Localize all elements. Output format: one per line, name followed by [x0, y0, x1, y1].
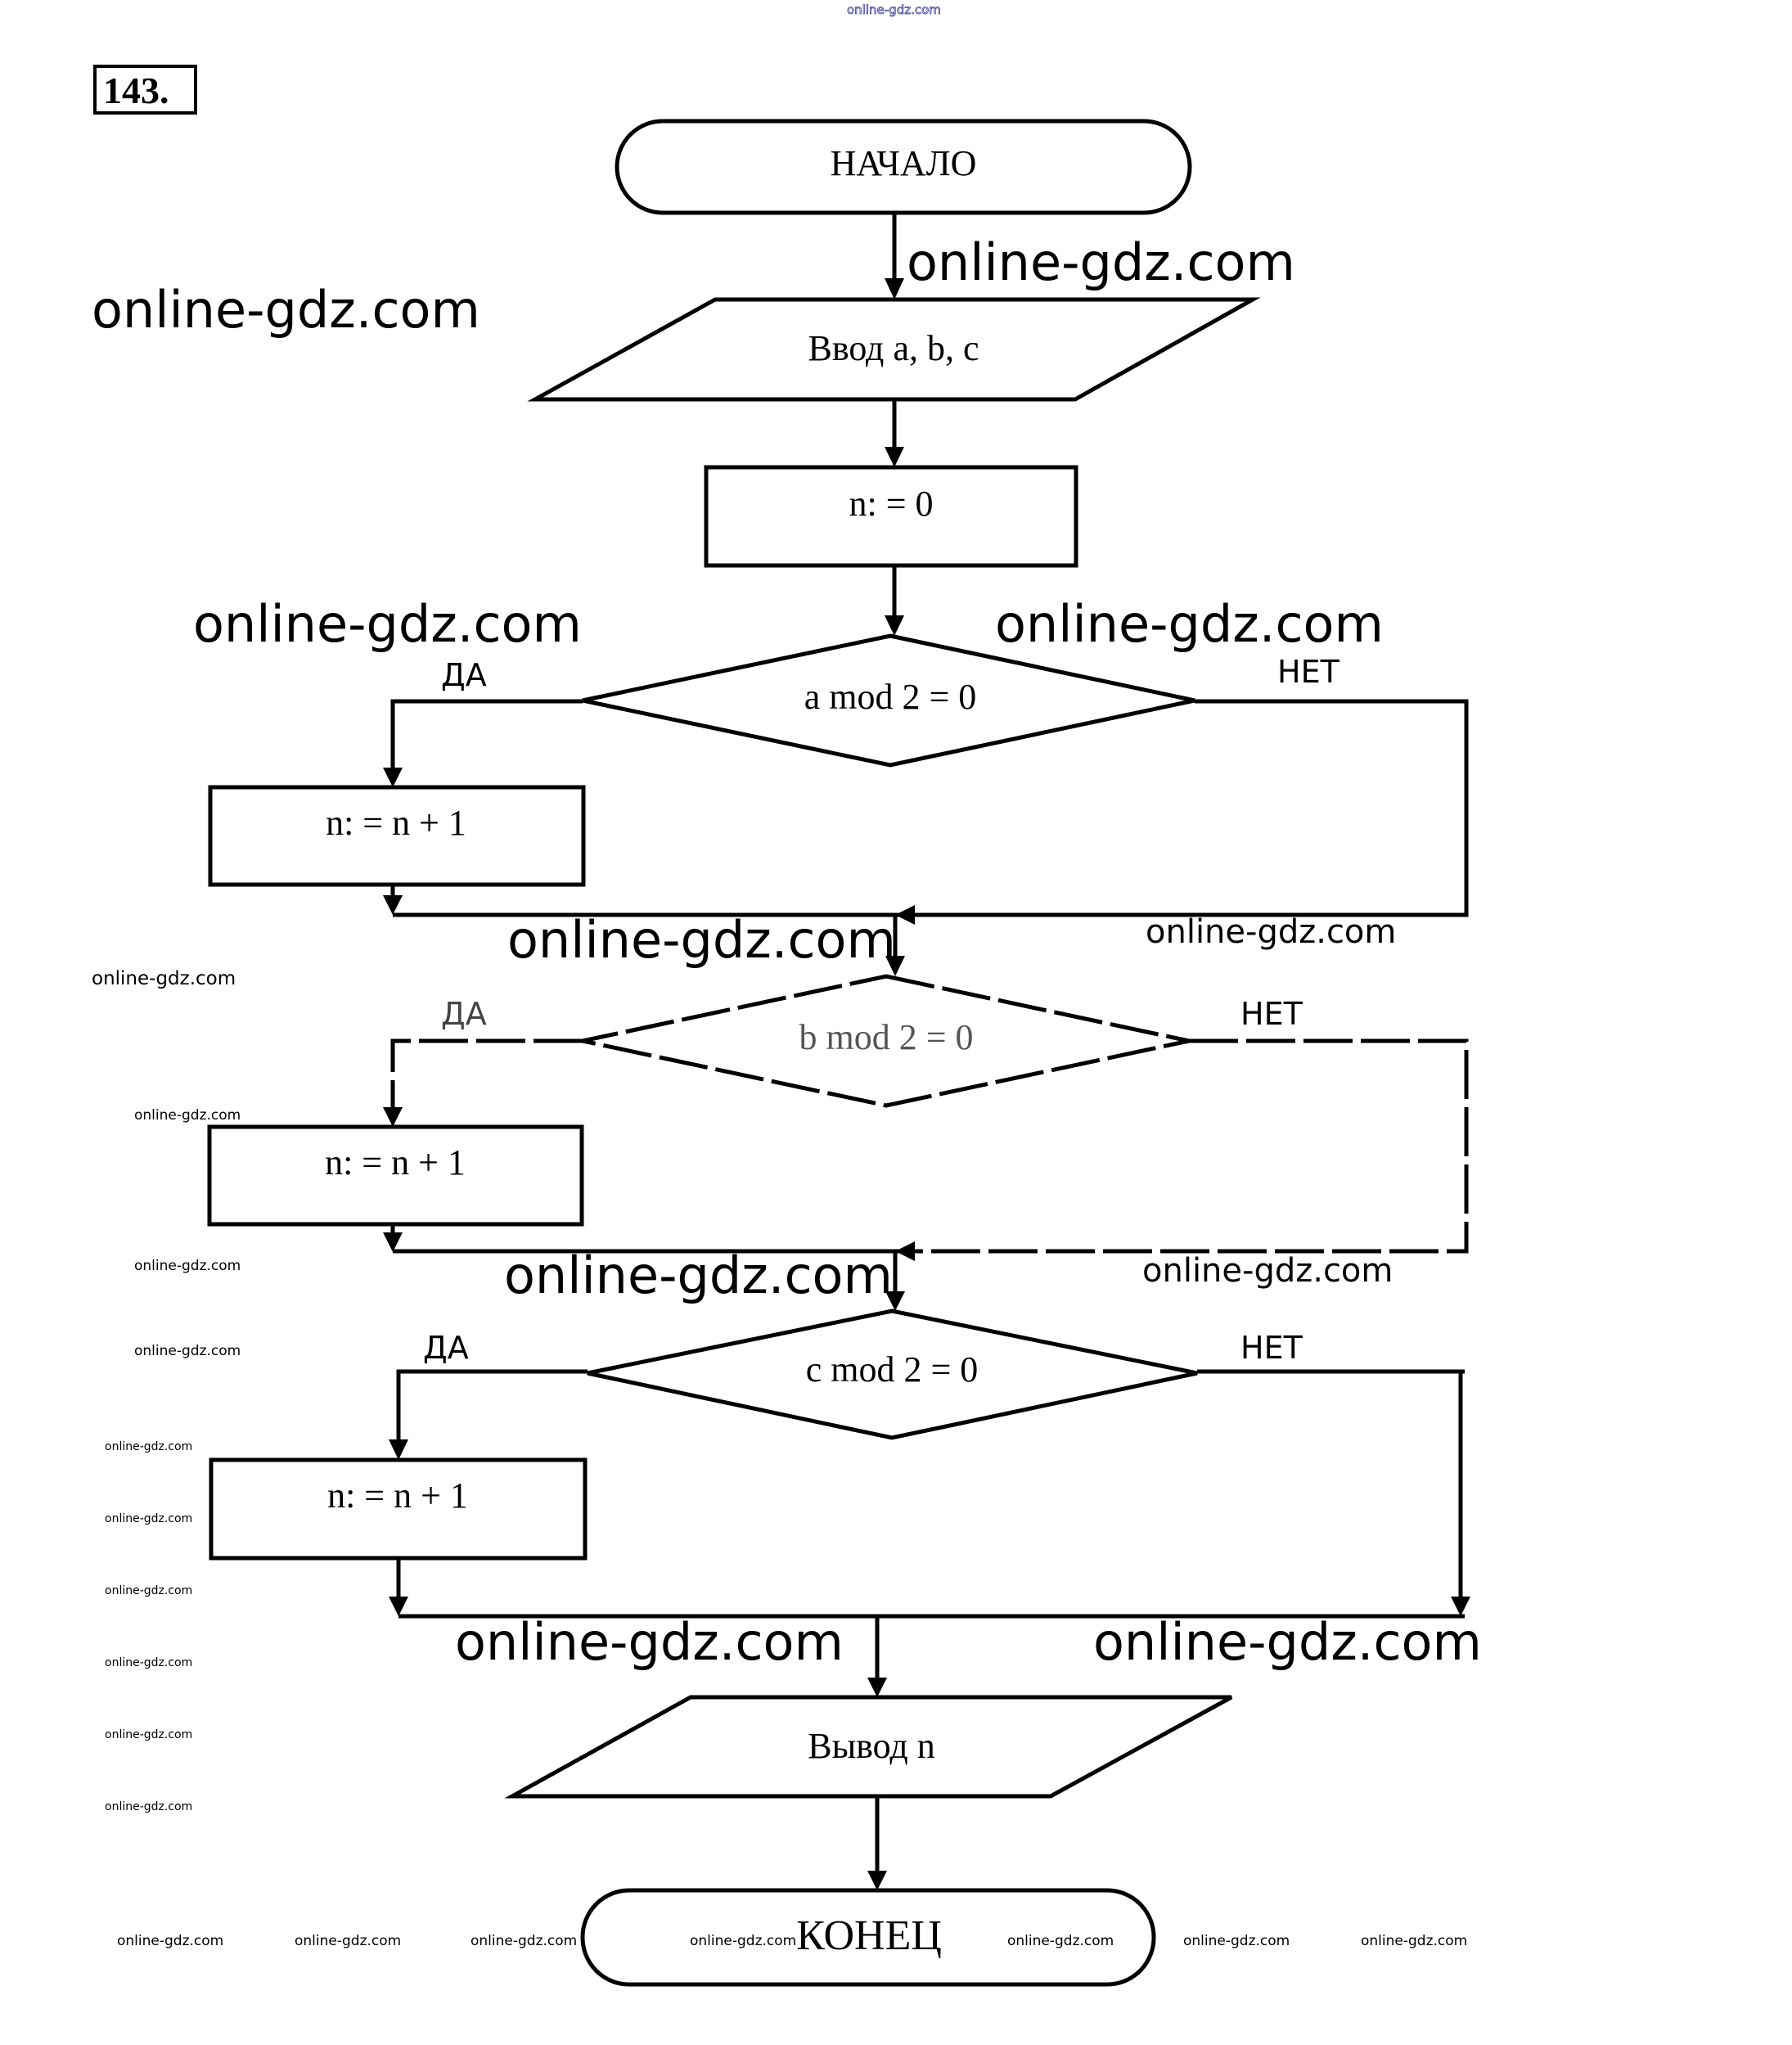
decision-2-yes-label: ДА: [441, 996, 487, 1032]
watermark: online-gdz.com: [134, 1258, 241, 1274]
decision-3-diamond: [587, 1309, 1198, 1440]
watermark: online-gdz.com: [105, 1584, 192, 1597]
watermark: online-gdz.com: [471, 1933, 577, 1949]
decision-1-yes-label: ДА: [441, 657, 487, 693]
process-3-box: [209, 1457, 588, 1561]
watermark: online-gdz.com: [105, 1656, 192, 1669]
task-number: 143.: [103, 70, 169, 111]
decision-3: c mod 2 = 0: [587, 1309, 1198, 1440]
end-terminal-shape: [580, 1888, 1156, 1987]
process-2: n: = n + 1: [207, 1124, 584, 1227]
decision-2-condition: b mod 2 = 0: [799, 1017, 973, 1057]
watermark: online-gdz.com: [105, 1440, 192, 1453]
input-label: Ввод a, b, c: [808, 328, 979, 368]
init-process-box: [704, 465, 1078, 568]
arrow-down-icon: [1451, 1597, 1470, 1616]
arrow-down-icon: [885, 1291, 905, 1311]
arrow-down-icon: [383, 768, 403, 787]
decision-1-condition: a mod 2 = 0: [804, 677, 977, 717]
arrow-down-icon: [389, 1439, 408, 1460]
decision-2-yes-connector: [390, 1038, 583, 1111]
decision-1-no-connector: [896, 699, 1469, 917]
arrow-down-icon: [885, 615, 904, 636]
output-label: Вывод n: [808, 1726, 935, 1766]
watermark: online-gdz.com: [105, 1512, 192, 1525]
decision-1: a mod 2 = 0: [582, 633, 1195, 768]
process-3-label: n: = n + 1: [327, 1475, 468, 1516]
process-1-box: [208, 785, 586, 887]
decision-2-no-label: НЕТ: [1240, 996, 1303, 1032]
watermark: online-gdz.com: [907, 232, 1295, 292]
watermark: online-gdz.com: [1146, 913, 1396, 951]
watermark: online-gdz.com: [134, 1343, 241, 1359]
init-process: n: = 0: [704, 465, 1078, 568]
watermark-top: online-gdz.com: [847, 2, 941, 17]
watermark: online-gdz.com: [134, 1107, 241, 1124]
arrow-down-icon: [867, 1871, 887, 1890]
start-label: НАЧАЛО: [831, 143, 977, 183]
watermark: online-gdz.com: [105, 1728, 192, 1741]
watermark: online-gdz.com: [504, 1245, 893, 1305]
decision-1-no-label: НЕТ: [1277, 654, 1340, 690]
watermark: online-gdz.com: [1093, 1612, 1482, 1672]
decision-3-condition: c mod 2 = 0: [806, 1349, 979, 1390]
output-block: Вывод n: [504, 1695, 1233, 1799]
input-block: Ввод a, b, c: [527, 297, 1261, 402]
watermark: online-gdz.com: [507, 910, 896, 970]
decision-1-diamond: [582, 633, 1195, 768]
watermark: online-gdz.com: [1142, 1252, 1393, 1290]
task-number-frame: [93, 65, 197, 115]
decision-1-yes-connector: [390, 699, 583, 772]
process-2-box: [207, 1124, 584, 1227]
watermark: online-gdz.com: [995, 594, 1384, 654]
process-2-label: n: = n + 1: [325, 1142, 466, 1182]
end-terminal: КОНЕЦ: [580, 1888, 1156, 1987]
watermark: online-gdz.com: [455, 1612, 844, 1672]
watermark: online-gdz.com: [690, 1933, 796, 1949]
arrow-left-icon: [895, 1241, 915, 1261]
process-1-label: n: = n + 1: [326, 803, 466, 843]
arrow-down-icon: [885, 278, 904, 300]
init-label: n: = 0: [849, 484, 933, 524]
process-3: n: = n + 1: [209, 1457, 588, 1561]
decision-3-no-label: НЕТ: [1240, 1330, 1303, 1366]
process-1: n: = n + 1: [208, 785, 586, 887]
arrow-down-icon: [885, 447, 904, 467]
decision-3-yes-label: ДА: [423, 1330, 469, 1366]
watermark: online-gdz.com: [105, 1800, 192, 1813]
watermark: online-gdz.com: [1183, 1933, 1290, 1949]
watermark: online-gdz.com: [295, 1933, 401, 1949]
end-label: КОНЕЦ: [796, 1912, 942, 1959]
watermark: online-gdz.com: [92, 968, 236, 989]
watermark: online-gdz.com: [1361, 1933, 1467, 1949]
watermark: online-gdz.com: [193, 594, 582, 654]
arrow-down-icon: [383, 895, 403, 915]
watermark: online-gdz.com: [1007, 1933, 1114, 1949]
decision-3-yes-connector: [396, 1369, 588, 1444]
decision-2-no-connector: [896, 1038, 1469, 1254]
watermark: online-gdz.com: [92, 280, 480, 340]
arrow-left-icon: [895, 905, 915, 925]
start-terminal-shape: [615, 119, 1192, 215]
watermark: online-gdz.com: [117, 1933, 223, 1949]
input-parallelogram: [527, 297, 1261, 402]
arrow-down-icon: [383, 1107, 403, 1127]
arrow-down-icon: [867, 1678, 887, 1697]
decision-2: b mod 2 = 0: [582, 974, 1190, 1108]
output-parallelogram: [504, 1695, 1233, 1799]
task-number-box: 143.: [93, 65, 197, 115]
arrow-down-icon: [383, 1232, 403, 1252]
decision-2-diamond: [582, 974, 1190, 1108]
arrow-down-icon: [885, 956, 905, 976]
start-terminal: НАЧАЛО: [615, 119, 1192, 215]
arrow-down-icon: [389, 1597, 408, 1616]
